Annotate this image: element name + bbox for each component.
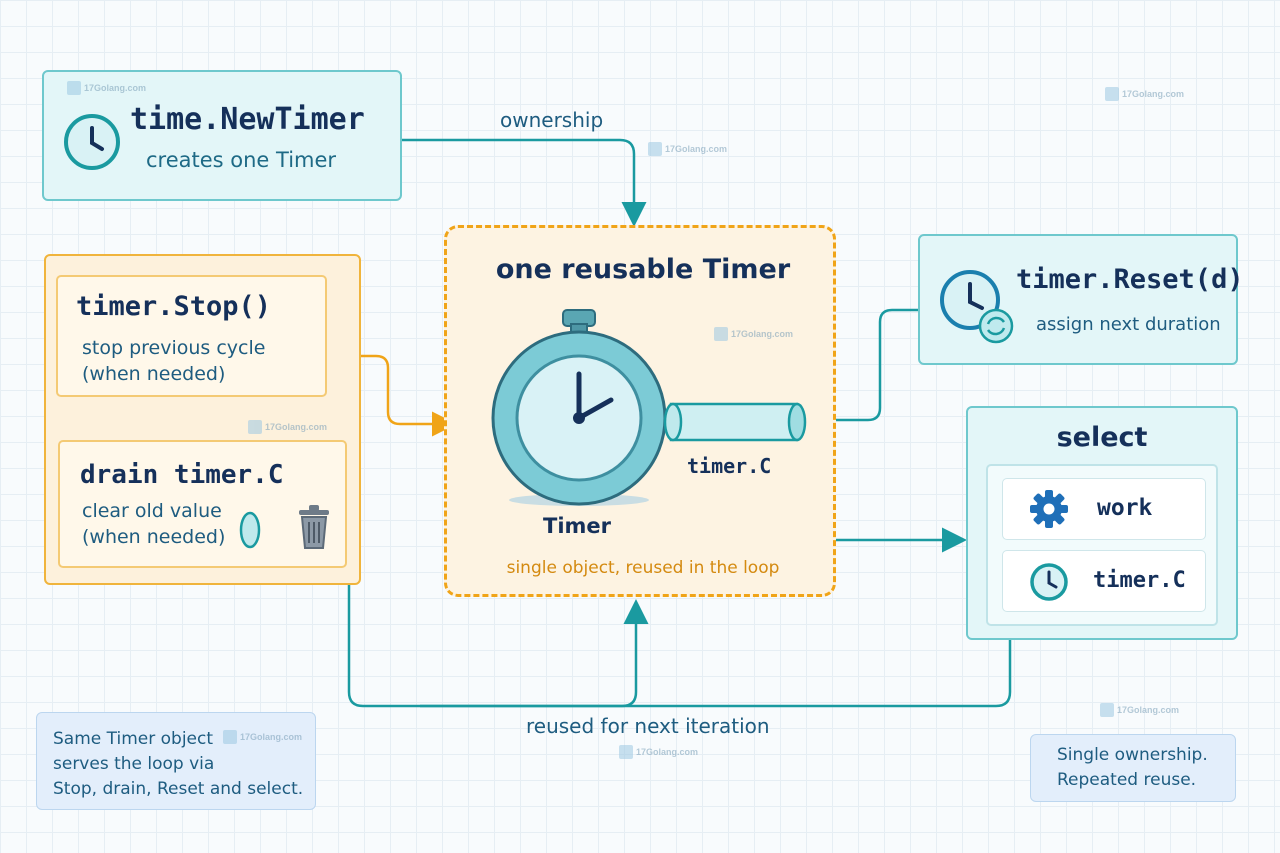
watermark: 17Golang.com [1105, 87, 1184, 101]
note-right-line1: Single ownership. [1057, 745, 1208, 765]
center-caption: single object, reused in the loop [506, 558, 780, 578]
loop-label: reused for next iteration [526, 714, 770, 738]
case-work-label: work [1097, 495, 1153, 521]
stop-box: timer.Stop() stop previous cycle (when n… [56, 275, 327, 397]
stop-line2: (when needed) [82, 363, 226, 385]
note-right: Single ownership. Repeated reuse. [1030, 734, 1236, 802]
loop-back-line [347, 585, 1012, 708]
drain-box: drain timer.C clear old value (when need… [58, 440, 347, 568]
note-left-line1: Same Timer object [53, 729, 214, 749]
newtimer-subtitle: creates one Timer [146, 148, 337, 172]
gear-icon [1030, 490, 1068, 528]
select-box: select work timer.C [966, 406, 1238, 640]
newtimer-title: time.NewTimer [130, 102, 365, 137]
center-title: one reusable Timer [495, 254, 791, 285]
ownership-label: ownership [500, 108, 604, 132]
note-right-line2: Repeated reuse. [1057, 770, 1197, 790]
drain-title: drain timer.C [80, 460, 284, 490]
reset-title: timer.Reset(d) [1016, 264, 1244, 295]
select-title: select [1056, 422, 1148, 453]
watermark: 17Golang.com [648, 142, 727, 156]
stopwatch-icon [491, 309, 667, 506]
channel-label: timer.C [687, 454, 772, 478]
watermark: 17Golang.com [714, 327, 793, 341]
reusable-timer-panel: one reusable Timer timer.C Timer single … [444, 225, 836, 597]
clock-icon [1030, 563, 1068, 601]
watermark: 17Golang.com [223, 730, 302, 744]
reset-box: timer.Reset(d) assign next duration [918, 234, 1244, 365]
newtimer-box: time.NewTimer creates one Timer [42, 70, 402, 201]
reset-to-channel-arrow [803, 308, 918, 433]
watermark: 17Golang.com [248, 420, 327, 434]
ownership-arrow [402, 138, 647, 227]
loop-up-arrow [420, 599, 649, 708]
note-left: Same Timer object serves the loop via St… [36, 712, 316, 810]
clock-icon [940, 270, 1014, 344]
stop-line1: stop previous cycle [82, 337, 266, 359]
channel-value-icon [239, 511, 261, 549]
trash-icon [299, 505, 329, 549]
stop-title: timer.Stop() [76, 291, 272, 322]
note-left-line3: Stop, drain, Reset and select. [53, 779, 304, 799]
drain-line1: clear old value [82, 500, 222, 522]
select-case-timer: timer.C [1002, 550, 1206, 612]
reset-subtitle: assign next duration [1036, 314, 1221, 335]
channel-pipe-icon [663, 402, 807, 442]
watermark: 17Golang.com [619, 745, 698, 759]
drain-line2: (when needed) [82, 526, 226, 548]
refresh-icon [986, 316, 1006, 336]
watermark: 17Golang.com [67, 81, 146, 95]
stop-to-timer-arrow [361, 354, 457, 437]
timer-label: Timer [543, 514, 612, 538]
case-timer-label: timer.C [1093, 568, 1186, 593]
clock-icon [64, 114, 120, 170]
select-case-work: work [1002, 478, 1206, 540]
note-left-line2: serves the loop via [53, 754, 215, 774]
watermark: 17Golang.com [1100, 703, 1179, 717]
